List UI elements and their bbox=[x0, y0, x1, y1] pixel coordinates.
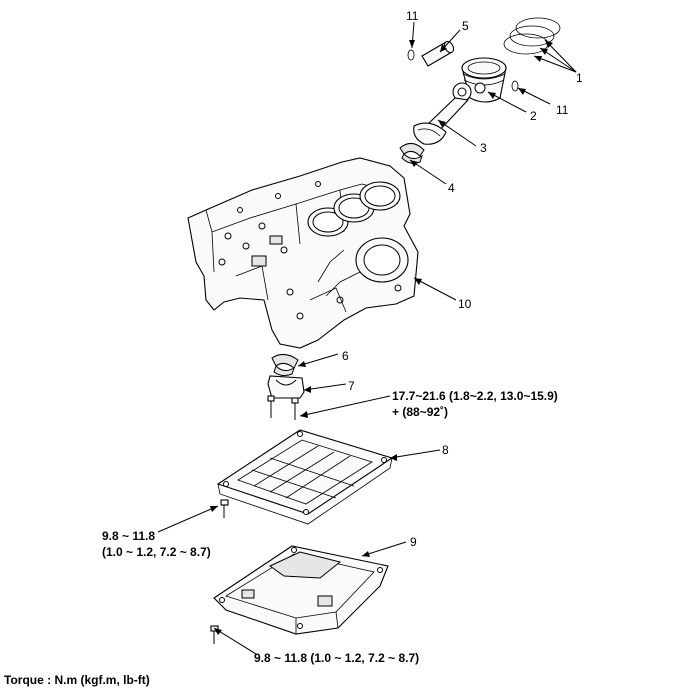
callout-3: 3 bbox=[480, 141, 487, 155]
callout-labels: 1 2 3 4 5 6 7 8 9 10 11 11 bbox=[342, 9, 583, 549]
callout-2: 2 bbox=[530, 109, 537, 123]
callout-6: 6 bbox=[342, 349, 349, 363]
oil-pan-torque: 9.8 ~ 11.8 (1.0 ~ 1.2, 7.2 ~ 8.7) bbox=[254, 651, 419, 665]
torque-specs: 17.7~21.6 (1.8~2.2, 13.0~15.9) + (88~92˚… bbox=[102, 389, 558, 665]
main-bearing-torque-line2: + (88~92˚) bbox=[392, 405, 448, 419]
piston-pin bbox=[421, 40, 455, 67]
torque-units-note: Torque : N.m (kgf.m, lb-ft) bbox=[4, 673, 150, 687]
connecting-rod-bearing bbox=[399, 143, 425, 164]
connecting-rod bbox=[413, 82, 472, 145]
callout-5: 5 bbox=[462, 19, 469, 33]
piston bbox=[461, 57, 507, 103]
main-bearing-cap bbox=[267, 375, 305, 399]
ladder-frame-bolt bbox=[220, 499, 229, 518]
main-bearing-torque-line1: 17.7~21.6 (1.8~2.2, 13.0~15.9) bbox=[392, 389, 558, 403]
main-bearing-bolts bbox=[267, 395, 299, 420]
piston-rings bbox=[503, 17, 561, 55]
callout-4: 4 bbox=[448, 181, 455, 195]
callout-8: 8 bbox=[442, 443, 449, 457]
snap-rings bbox=[407, 49, 519, 92]
oil-pan bbox=[213, 545, 389, 635]
callout-10: 10 bbox=[458, 297, 472, 311]
cylinder-block bbox=[187, 157, 419, 349]
callout-1: 1 bbox=[576, 71, 583, 85]
ladder-frame bbox=[216, 429, 394, 525]
leader-lines bbox=[157, 21, 577, 655]
callout-11-right: 11 bbox=[556, 103, 569, 117]
ladder-frame-torque-line2: (1.0 ~ 1.2, 7.2 ~ 8.7) bbox=[102, 545, 211, 559]
main-bearing bbox=[271, 354, 299, 377]
callout-7: 7 bbox=[348, 379, 355, 393]
callout-11-top: 11 bbox=[406, 9, 419, 23]
ladder-frame-torque-line1: 9.8 ~ 11.8 bbox=[102, 529, 155, 543]
callout-9: 9 bbox=[410, 535, 417, 549]
